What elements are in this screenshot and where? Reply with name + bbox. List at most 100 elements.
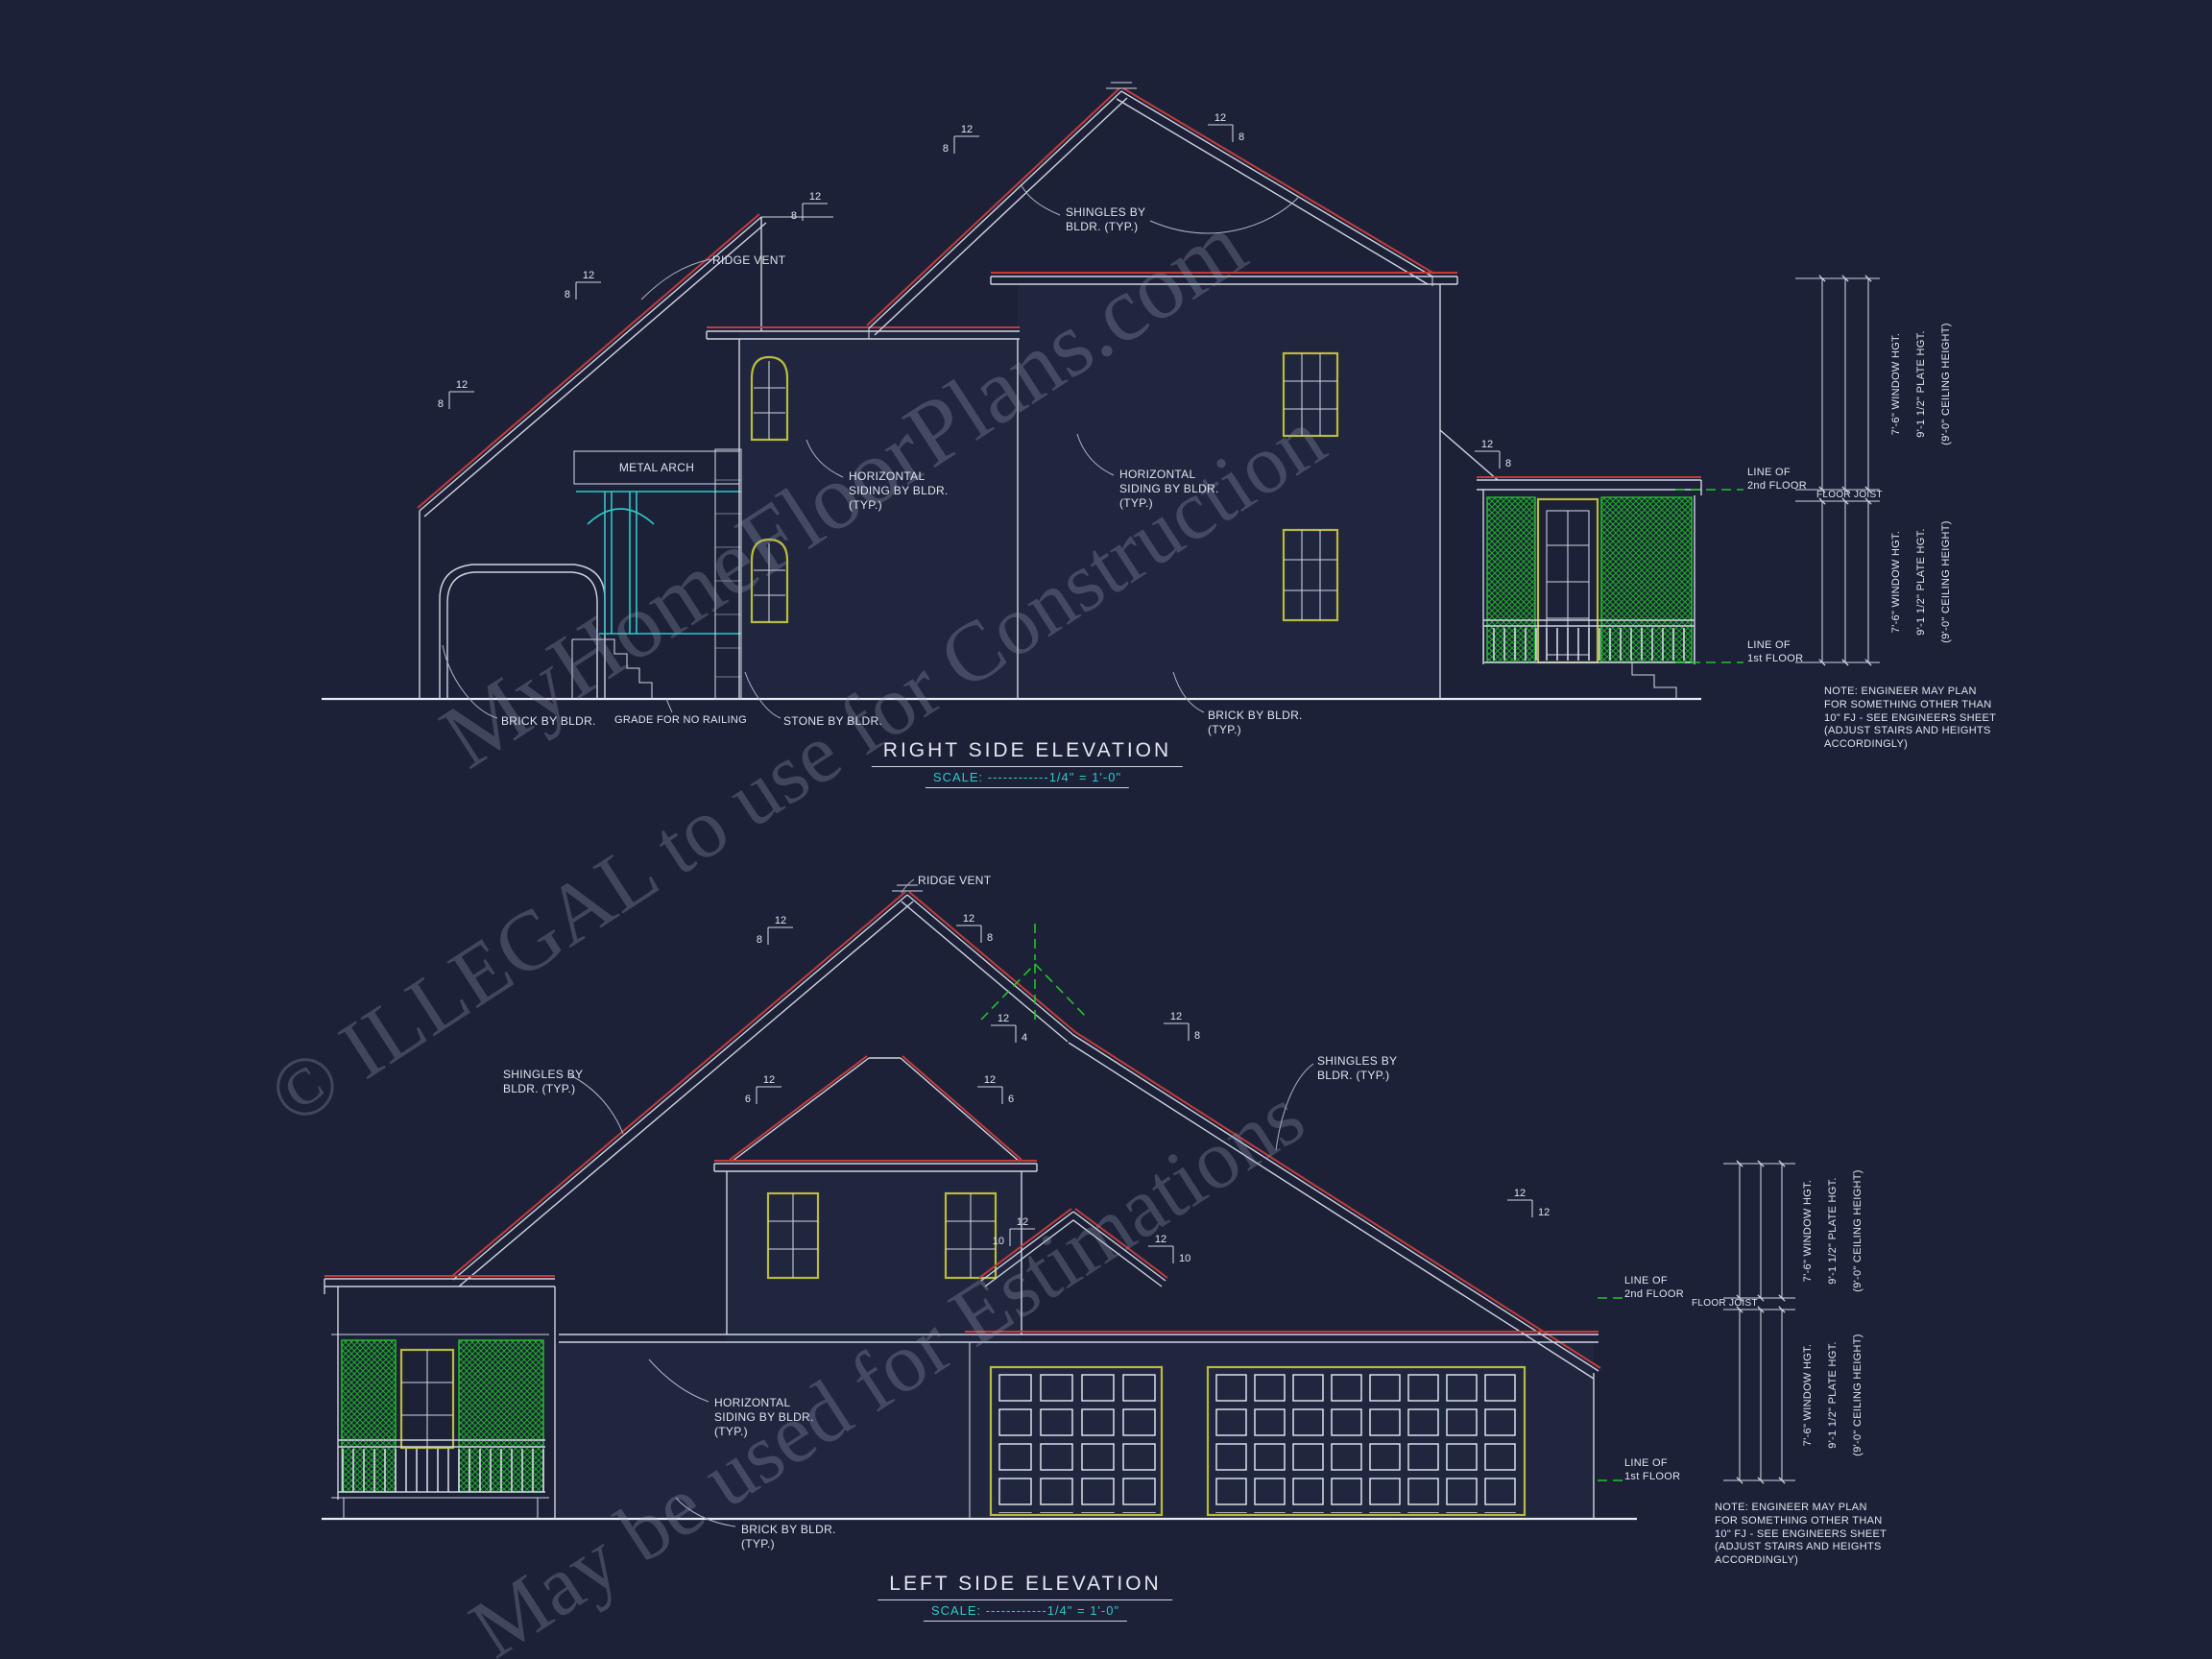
svg-text:12: 12 bbox=[456, 379, 468, 391]
roof-pitch-marker: 12 6 bbox=[977, 1074, 1014, 1105]
horizontal-siding-label-bottom: HORIZONTAL SIDING BY BLDR. (TYP.) bbox=[714, 1396, 814, 1438]
window-lower-right bbox=[1282, 528, 1339, 622]
left-wing-top bbox=[417, 213, 833, 700]
line-of-2nd-floor-label-top: LINE OF 2nd FLOOR bbox=[1747, 467, 1808, 492]
right-side-elevation-title: RIGHT SIDE ELEVATION bbox=[871, 739, 1184, 767]
two-story-block-right bbox=[990, 272, 1458, 699]
garage-door-double-panels bbox=[1215, 1374, 1523, 1513]
window-height-dim-bottom-upper: 7'-6" WINDOW HGT. bbox=[1802, 1179, 1815, 1283]
garage-block bbox=[554, 1286, 1599, 1519]
engineer-note-top: NOTE: ENGINEER MAY PLAN FOR SOMETHING OT… bbox=[1824, 685, 1997, 750]
dimension-lines-bottom bbox=[1598, 1160, 1795, 1484]
svg-text:12: 12 bbox=[984, 1074, 996, 1086]
dormer-block-bottom bbox=[713, 1055, 1038, 1334]
line-of-1st-floor-label-bottom: LINE OF 1st FLOOR bbox=[1624, 1457, 1681, 1482]
shingles-by-bldr-label-bottom-left: SHINGLES BY BLDR. (TYP.) bbox=[503, 1068, 584, 1095]
svg-text:10: 10 bbox=[1179, 1253, 1190, 1264]
brick-by-bldr-label-bottom: BRICK BY BLDR. (TYP.) bbox=[741, 1523, 836, 1551]
roof-pitch-marker: 12 8 bbox=[1164, 1011, 1200, 1042]
porch-balusters-bottom bbox=[338, 1449, 545, 1492]
svg-text:12: 12 bbox=[1170, 1011, 1182, 1022]
roof-pitch-marker: 128 bbox=[757, 915, 793, 946]
svg-text:12: 12 bbox=[1481, 439, 1493, 450]
svg-text:12: 12 bbox=[1155, 1234, 1166, 1245]
second-story-block-left bbox=[706, 326, 1020, 699]
svg-text:8: 8 bbox=[1505, 458, 1511, 469]
hidden-roof-lines bbox=[980, 924, 1088, 1021]
svg-text:12: 12 bbox=[998, 1013, 1009, 1024]
roof-pitch-marker: 12 8 bbox=[943, 124, 979, 155]
main-gable-top bbox=[866, 82, 1435, 339]
roof-pitch-marker: 12 8 bbox=[438, 379, 474, 410]
plate-height-dim-top-upper: 9'-1 1/2" PLATE HGT. bbox=[1915, 330, 1928, 438]
ceiling-height-dim-bottom-lower: (9'-0" CEILING HEIGHT) bbox=[1852, 1334, 1864, 1456]
porch-steps-top bbox=[571, 638, 653, 699]
roof-pitch-marker: 12 12 bbox=[1507, 1188, 1550, 1218]
shingles-by-bldr-label-top: SHINGLES BY BLDR. (TYP.) bbox=[1066, 205, 1146, 233]
ceiling-height-dim-top-upper: (9'-0" CEILING HEIGHT) bbox=[1940, 323, 1953, 445]
metal-arch-label: METAL ARCH bbox=[618, 461, 695, 474]
arched-window-upper bbox=[750, 355, 789, 442]
svg-text:8: 8 bbox=[565, 289, 570, 301]
stone-by-bldr-label: STONE BY BLDR. bbox=[783, 714, 883, 728]
entry-gable-bottom bbox=[978, 1208, 1168, 1287]
line-of-1st-floor-label-top: LINE OF 1st FLOOR bbox=[1747, 639, 1804, 664]
roof-pitch-marker: 12 4 bbox=[991, 1013, 1027, 1044]
ridge-vent-label-top: RIDGE VENT bbox=[712, 253, 786, 267]
window-height-dim-top-upper: 7'-6" WINDOW HGT. bbox=[1890, 332, 1903, 436]
line-of-2nd-floor-label-bottom: LINE OF 2nd FLOOR bbox=[1624, 1275, 1685, 1300]
stone-pillar bbox=[714, 448, 742, 700]
svg-text:12: 12 bbox=[583, 270, 594, 281]
svg-text:12: 12 bbox=[1514, 1188, 1526, 1199]
grade-for-no-railing-label: GRADE FOR NO RAILING bbox=[614, 714, 748, 726]
svg-text:8: 8 bbox=[438, 398, 444, 410]
ceiling-height-dim-top-lower: (9'-0" CEILING HEIGHT) bbox=[1940, 520, 1953, 643]
brick-by-bldr-label-top-left: BRICK BY BLDR. bbox=[501, 714, 596, 728]
ridge-vent-label-bottom: RIDGE VENT bbox=[918, 874, 992, 887]
roof-pitch-marker: 12 8 bbox=[956, 913, 993, 944]
svg-text:8: 8 bbox=[987, 932, 993, 944]
roof-pitch-marker: 12 10 bbox=[993, 1216, 1035, 1247]
svg-text:12: 12 bbox=[1214, 112, 1226, 124]
svg-text:8: 8 bbox=[791, 210, 797, 222]
roof-pitch-marker: 12 8 bbox=[1475, 439, 1511, 469]
svg-text:8: 8 bbox=[757, 934, 762, 946]
roof-pitch-marker: 12 8 bbox=[791, 191, 828, 222]
plate-height-dim-bottom-upper: 9'-1 1/2" PLATE HGT. bbox=[1827, 1177, 1839, 1285]
horizontal-siding-label-top-left: HORIZONTAL SIDING BY BLDR. (TYP.) bbox=[849, 469, 949, 512]
svg-text:10: 10 bbox=[993, 1236, 1004, 1247]
metal-arch-detail bbox=[576, 491, 741, 635]
svg-text:12: 12 bbox=[963, 913, 974, 925]
right-side-elevation-drawing bbox=[322, 82, 1880, 719]
window-upper-right bbox=[1282, 351, 1339, 438]
leader-lines-bottom bbox=[569, 878, 1314, 1527]
left-side-elevation-drawing bbox=[322, 878, 1795, 1527]
svg-text:4: 4 bbox=[1022, 1032, 1027, 1044]
roof-pitch-markers: 1281281281281281281281281241281261261210… bbox=[438, 112, 1550, 1264]
shingles-by-bldr-label-bottom-right: SHINGLES BY BLDR. (TYP.) bbox=[1317, 1054, 1398, 1082]
right-side-elevation-scale: SCALE: ------------1/4" = 1'-0" bbox=[925, 770, 1130, 788]
svg-text:12: 12 bbox=[961, 124, 973, 135]
plate-height-dim-bottom-lower: 9'-1 1/2" PLATE HGT. bbox=[1827, 1341, 1839, 1449]
svg-text:8: 8 bbox=[1194, 1030, 1200, 1042]
svg-text:12: 12 bbox=[1017, 1216, 1028, 1228]
ridge-vent-top bbox=[1106, 82, 1137, 89]
window-height-dim-bottom-lower: 7'-6" WINDOW HGT. bbox=[1802, 1343, 1815, 1447]
garage-door-double bbox=[1206, 1365, 1527, 1517]
svg-text:8: 8 bbox=[943, 143, 949, 155]
dimension-lines-top bbox=[1675, 275, 1880, 666]
roof-pitch-marker: 128 bbox=[1208, 112, 1244, 143]
svg-text:12: 12 bbox=[1538, 1207, 1550, 1218]
leader-lines-top bbox=[442, 183, 1299, 719]
ceiling-height-dim-bottom-upper: (9'-0" CEILING HEIGHT) bbox=[1852, 1169, 1864, 1292]
screened-porch-top bbox=[1439, 429, 1702, 699]
porch-balusters-top bbox=[1483, 628, 1695, 661]
floor-joist-label-bottom: FLOOR JOIST bbox=[1692, 1298, 1758, 1309]
svg-text:12: 12 bbox=[809, 191, 821, 203]
svg-text:12: 12 bbox=[763, 1074, 775, 1086]
svg-text:6: 6 bbox=[1008, 1094, 1014, 1105]
garage-door-single-panels bbox=[998, 1374, 1162, 1513]
svg-text:6: 6 bbox=[745, 1094, 751, 1105]
